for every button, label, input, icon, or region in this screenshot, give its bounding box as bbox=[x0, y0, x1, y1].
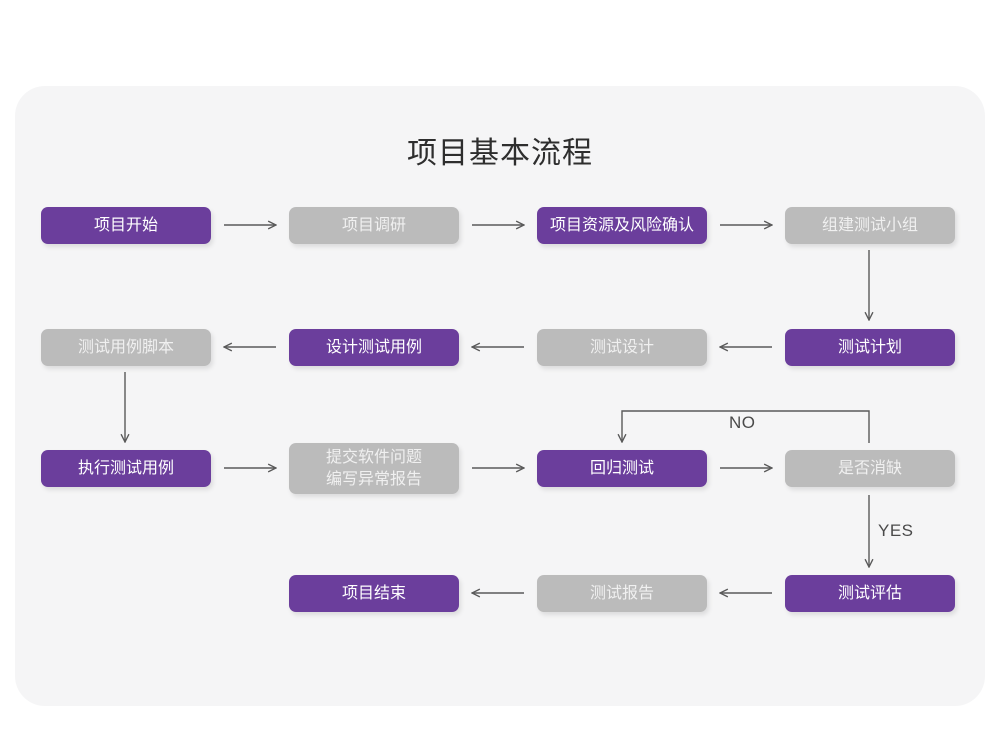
node-test-plan[interactable]: 测试计划 bbox=[785, 329, 955, 366]
node-defect-resolved-decision[interactable]: 是否消缺 bbox=[785, 450, 955, 487]
node-build-test-team[interactable]: 组建测试小组 bbox=[785, 207, 955, 244]
node-design-test-cases[interactable]: 设计测试用例 bbox=[289, 329, 459, 366]
node-execute-test-cases[interactable]: 执行测试用例 bbox=[41, 450, 211, 487]
node-test-evaluation[interactable]: 测试评估 bbox=[785, 575, 955, 612]
node-project-end[interactable]: 项目结束 bbox=[289, 575, 459, 612]
node-submit-defect-report[interactable]: 提交软件问题 编写异常报告 bbox=[289, 443, 459, 494]
node-regression-test[interactable]: 回归测试 bbox=[537, 450, 707, 487]
node-resource-risk-confirm[interactable]: 项目资源及风险确认 bbox=[537, 207, 707, 244]
node-project-research[interactable]: 项目调研 bbox=[289, 207, 459, 244]
page-title: 项目基本流程 bbox=[407, 137, 593, 170]
edge-label-no: NO bbox=[729, 413, 756, 432]
node-project-start[interactable]: 项目开始 bbox=[41, 207, 211, 244]
flowchart-panel bbox=[15, 86, 985, 706]
node-test-design[interactable]: 测试设计 bbox=[537, 329, 707, 366]
node-test-report[interactable]: 测试报告 bbox=[537, 575, 707, 612]
edge-label-yes: YES bbox=[878, 521, 914, 540]
node-test-case-script[interactable]: 测试用例脚本 bbox=[41, 329, 211, 366]
